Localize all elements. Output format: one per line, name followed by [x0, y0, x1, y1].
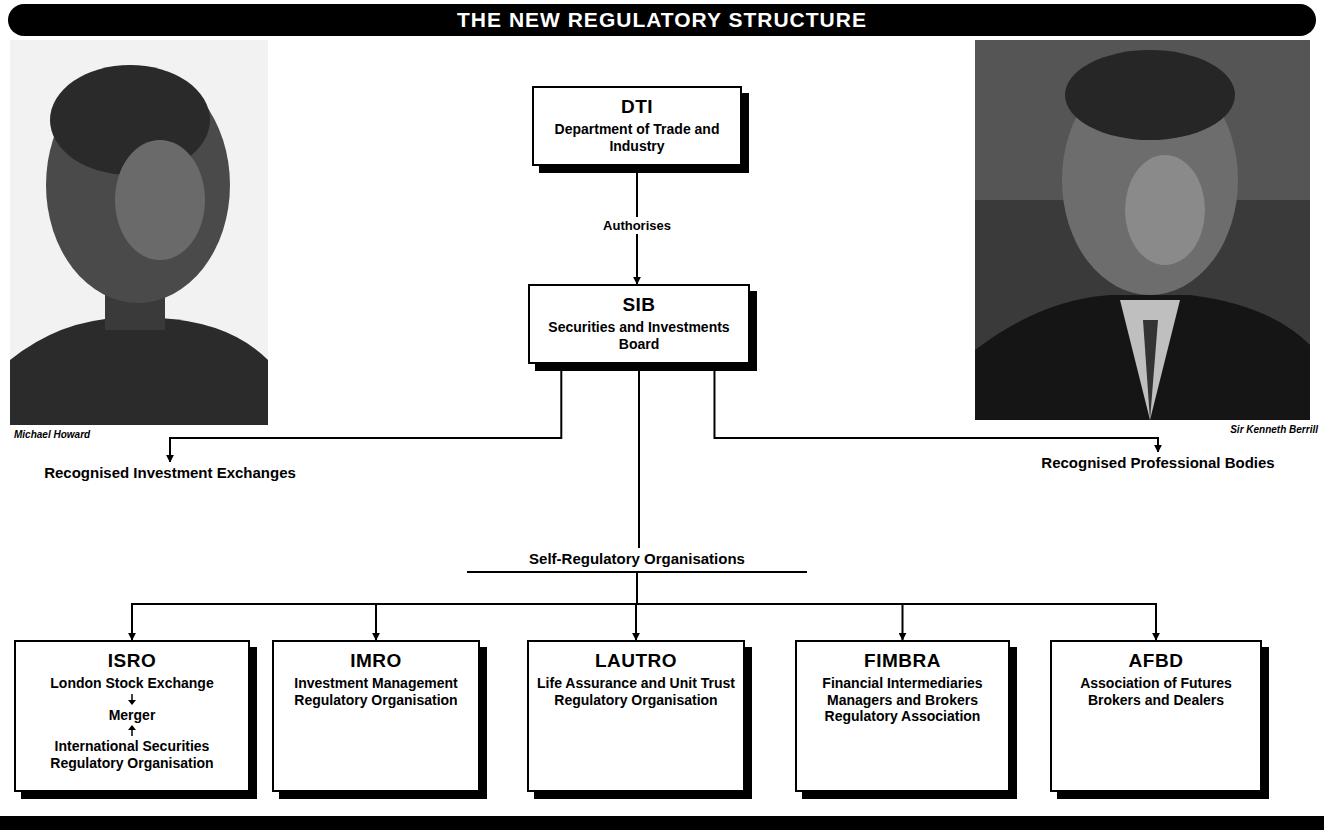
edge-label: Authorises: [600, 217, 674, 234]
connector-line: [638, 364, 640, 548]
connector-line: [637, 573, 1156, 640]
box-text: London Stock Exchange: [24, 675, 240, 692]
box-text: Recognised Investment Exchanges: [34, 464, 306, 481]
box-text: Department of Trade and Industry: [542, 121, 732, 154]
merger-arrow: [126, 724, 138, 737]
box-text: Merger: [24, 707, 240, 724]
authority-box: DTI Department of Trade and Industry: [532, 86, 742, 166]
box-text: Investment Management Regulatory Organis…: [282, 675, 470, 708]
portrait-photo: [10, 40, 268, 425]
merger-arrow: [126, 693, 138, 706]
connector-line: [637, 573, 903, 640]
connector-line: [170, 364, 561, 462]
box-text: Financial Intermediaries Managers and Br…: [805, 675, 1000, 725]
photo-caption: Michael Howard: [14, 429, 90, 440]
bottom-rule: [0, 816, 1324, 830]
box-text: Securities and Investments Board: [538, 319, 740, 352]
title-bar: THE NEW REGULATORY STRUCTURE: [8, 4, 1316, 36]
connector-line: [714, 364, 1158, 452]
branch-heading: Self-Regulatory Organisations: [467, 548, 807, 573]
organisation-box: ISRO London Stock ExchangeMergerInternati…: [14, 640, 250, 792]
box-heading: IMRO: [282, 650, 470, 672]
branch-heading: Recognised Professional Bodies: [1000, 452, 1316, 473]
box-text: Life Assurance and Unit Trust Regulatory…: [537, 675, 735, 708]
organisation-box: AFBD Association of Futures Brokers and D…: [1050, 640, 1262, 792]
box-text: Association of Futures Brokers and Deale…: [1060, 675, 1252, 708]
box-text: Self-Regulatory Organisations: [491, 550, 783, 567]
box-heading: SIB: [538, 294, 740, 316]
connector-line: [376, 573, 637, 640]
organisation-box: FIMBRA Financial Intermediaries Managers …: [795, 640, 1010, 792]
box-text: Recognised Professional Bodies: [1004, 454, 1312, 471]
portrait-photo: [975, 40, 1310, 420]
box-heading: FIMBRA: [805, 650, 1000, 672]
board-box: SIB Securities and Investments Board: [528, 284, 750, 364]
box-heading: DTI: [542, 96, 732, 118]
photo-caption: Sir Kenneth Berrill: [1230, 424, 1318, 435]
branch-heading: Recognised Investment Exchanges: [30, 462, 310, 483]
box-text: International Securities Regulatory Orga…: [24, 738, 240, 771]
organisation-box: LAUTRO Life Assurance and Unit Trust Regu…: [527, 640, 745, 792]
box-heading: ISRO: [24, 650, 240, 672]
organisation-box: IMRO Investment Management Regulatory Org…: [272, 640, 480, 792]
box-heading: AFBD: [1060, 650, 1252, 672]
connector-line: [132, 573, 637, 640]
box-heading: LAUTRO: [537, 650, 735, 672]
